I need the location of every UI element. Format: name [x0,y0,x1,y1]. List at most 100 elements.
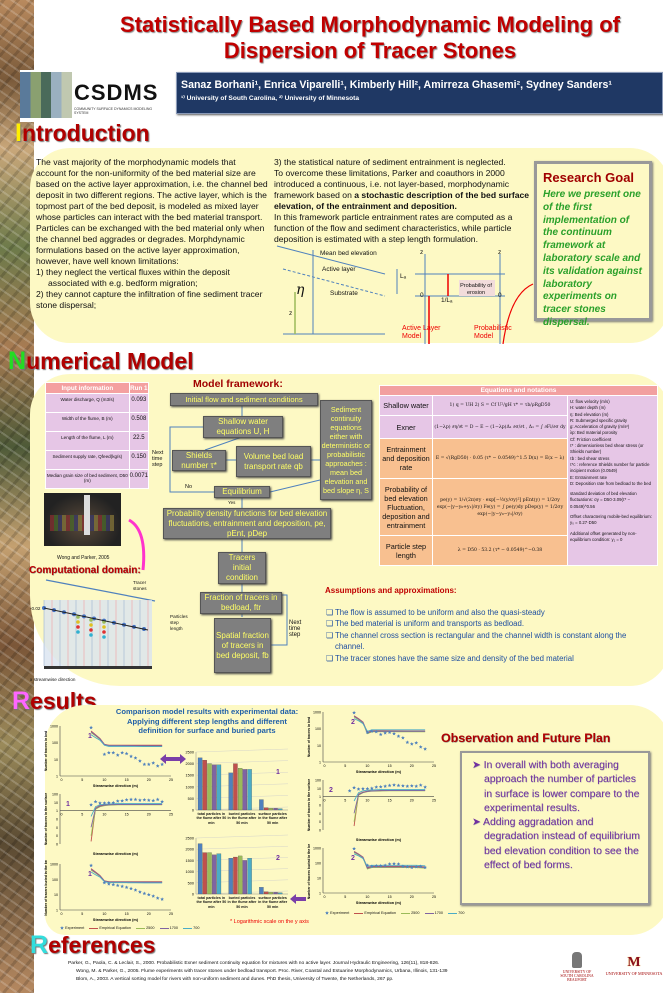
label-zero2: 0 [498,292,502,299]
flow-probability-density: Probability density functions for bed el… [163,508,331,539]
bar-1700 [212,764,217,811]
experiment-point [133,797,138,802]
experiment-point [365,786,370,791]
bar-700 [216,764,222,811]
experiment-point [111,750,116,755]
model-line-2500 [353,790,426,822]
x-tick-label: 10 [102,813,106,817]
x-tick-label: 20 [147,778,151,782]
y-tick-label: 500 [188,797,194,801]
bar-1700 [212,854,217,895]
experiment-point [115,753,120,757]
experiment-point [347,788,352,793]
bar-2500 [207,852,212,895]
label-eta: η [296,282,305,298]
tracer-stone [89,628,93,632]
assumption-item: ❏ The channel cross section is rectangul… [326,630,646,653]
model-line-empirical-equation [90,803,163,842]
bar-experiment [259,887,264,895]
experiment-point [142,891,147,896]
experiment-point [138,758,142,763]
experiment-point [151,894,156,898]
notation-item: Cf: Friction coefficient [570,436,612,442]
experiment-point [124,751,129,756]
assumption-item: ❏ The tracer stones have the same size a… [326,653,646,664]
gridline [195,760,289,764]
y-tick-label: 100 [315,779,321,783]
legend-label: Empirical Equation [364,911,396,915]
flow-tracers-initial: Tracers initial condition [218,552,266,584]
equation-formula: E = √(RgD50) · 0.05 (τ* − 0.0549)^1.5 D(… [432,438,568,479]
checkbox-icon: ❏ [326,608,333,617]
experiment-point [378,863,383,868]
authors-banner: Sanaz Borhani¹, Enrica Viparelli¹, Kimbe… [176,72,663,114]
experiment-point [356,787,361,791]
experiment-marker-icon [60,926,64,930]
equation-row: Probability of bed elevation Fluctuation… [379,478,658,536]
legend-item: Experiment [325,911,349,915]
legend-line-icon [401,912,410,914]
experiment-point [142,797,147,802]
model-line-700 [90,871,163,884]
label-tracer-stones: Tracer stones [133,580,147,591]
model-line-1700 [90,868,163,883]
y-tick-label: 2000 [186,848,194,852]
model-line-1700 [90,731,163,747]
input-table-row: Water discharge, Q (m3/s)0.093 [45,393,150,413]
bar-1700 [242,769,248,811]
intro-paragraph: The vast majority of the morphodynamic m… [36,157,268,266]
y-tick-label: 0 [319,820,321,824]
flow-initial-conditions: Initial flow and sediment conditions [170,393,318,406]
chart-run-label: 1 [66,801,70,808]
bar-1700 [242,860,248,895]
experiment-point [418,783,423,787]
arrow-left-icon [290,894,306,904]
y-axis-label: Number of tracers in bed [307,717,311,757]
experiment-point [102,801,107,805]
flume-photo [44,493,121,546]
chart-run-label: 1 [88,733,92,740]
legend-label: 2500 [146,926,155,930]
x-tick-label: 25 [432,799,436,803]
x-tick-label: 10 [102,778,106,782]
notation-item: τb : bed shear stress [570,455,610,461]
equation-formula: λ = D50 · 53.2 (τ* − 0.0549)^−0.38 [432,535,568,566]
experiment-point [89,863,93,868]
flow-sediment-continuity: Sediment continuity equations either wit… [320,400,372,500]
legend-item: 2500 [401,911,420,915]
y-tick-label: 10 [54,758,58,762]
label-next-time-step-2: Next time step [289,620,302,638]
x-tick-label: 20 [410,799,414,803]
notation-item: Offset charactering mobile-bed equilibri… [570,514,652,526]
legend-line-icon [424,912,434,914]
x-tick-label: 0 [61,778,63,782]
section-heading-references: References [30,931,156,959]
experiment-point [365,730,370,734]
legend-item: 700 [448,911,464,915]
chart-legend-right: Experiment Empirical Equation 2500 1700 … [325,911,464,915]
assumptions-list: ❏ The flow is assumed to be uniform and … [326,607,646,664]
experiment-point [369,786,374,790]
y-tick-label: 10 [54,893,58,897]
input-value: 0.093 [128,393,150,413]
x-tick-label: 20 [410,895,414,899]
assumption-text: The flow is assumed to be uniform and al… [335,608,545,617]
legend-line-icon [136,927,145,929]
chart-run-label: 2 [351,855,355,862]
logo-subtitle: COMMUNITY SURFACE DYNAMICS MODELING SYST… [74,107,153,115]
experiment-point [414,864,419,869]
bar-experiment [228,772,233,811]
y-tick-label: 1000 [313,711,321,715]
bar-2500 [238,855,243,895]
tracer-stone [89,623,93,627]
notation-item: H: water depth (m) [570,405,606,411]
y-tick-label: 0 [319,804,321,808]
notation-item: R: Submerged specific gravity [570,417,628,423]
chart-run-label: 2 [276,855,280,862]
experiment-point [160,762,165,766]
x-axis-label: Streamwise direction (m) [93,784,139,788]
y-tick-label: 10 [317,744,321,748]
experiment-point [405,740,410,745]
y-tick-label: 0 [192,893,194,897]
